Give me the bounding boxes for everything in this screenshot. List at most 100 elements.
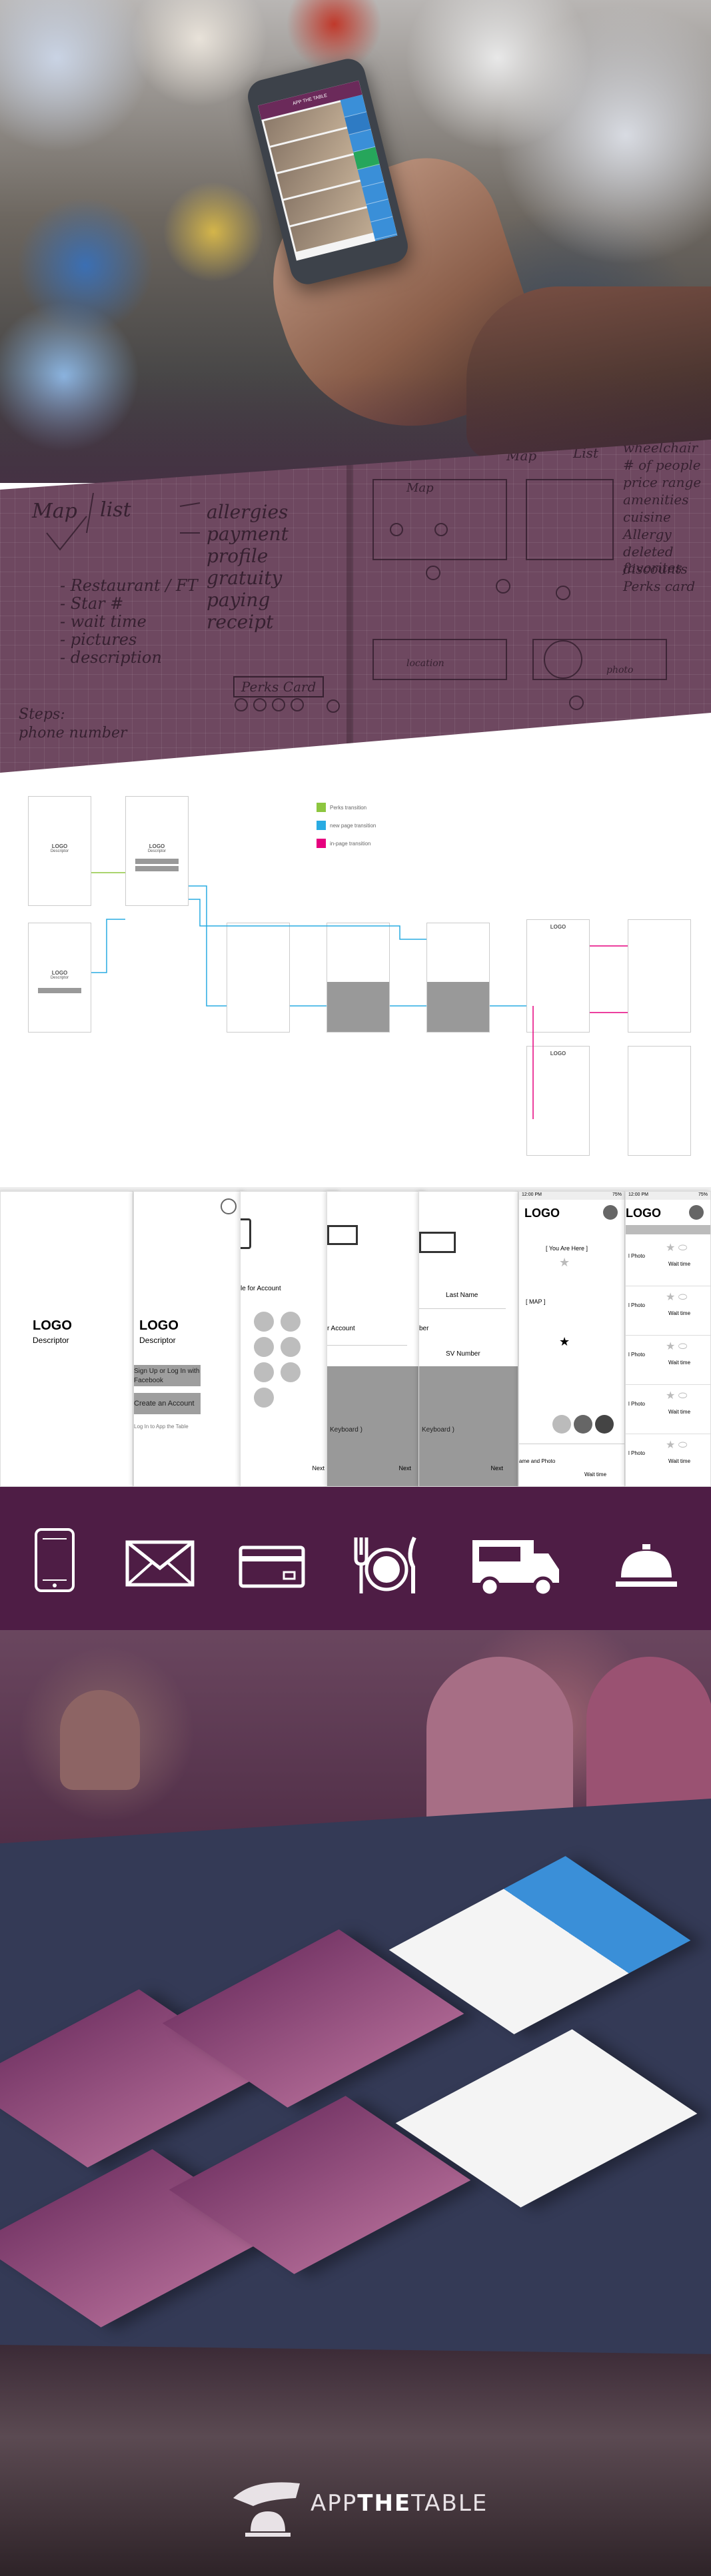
sketch-map: Map — [32, 500, 77, 523]
number-label: ber — [419, 1325, 429, 1332]
keypad-key — [281, 1362, 301, 1382]
screen-signup: LOGO Descriptor Sign Up or Log In with F… — [133, 1191, 245, 1487]
sketch-item: receipt — [207, 611, 274, 633]
settings-button[interactable] — [595, 1415, 614, 1434]
sketch-item: - description — [60, 648, 162, 667]
keyboard-area[interactable]: Keyboard ) — [327, 1366, 426, 1486]
sketch-map-label: Map — [406, 481, 434, 495]
legend-swatch — [317, 839, 326, 848]
list-row[interactable]: l Photo★ ⬭Wait time — [626, 1385, 710, 1434]
sketch-strokes — [46, 479, 667, 713]
service-bell-icon — [616, 1544, 677, 1587]
star-button[interactable] — [574, 1415, 592, 1434]
logo: LOGO — [626, 1206, 661, 1220]
list-row[interactable]: l Photo★ ⬭Wait time — [628, 1440, 691, 1464]
wireframe-phone — [227, 923, 290, 1033]
logo: LOGO — [139, 1318, 179, 1333]
mail-icon — [125, 1540, 195, 1587]
sketch-item: Allergy — [623, 526, 672, 542]
favorite-button[interactable] — [552, 1415, 571, 1434]
list-row[interactable]: l Photo★ ⬭Wait time — [626, 1286, 710, 1336]
sketch-item: cuisine — [623, 509, 671, 525]
person-shape — [60, 1690, 140, 1790]
next-button[interactable]: Next — [490, 1465, 503, 1472]
phone-mockup: APP THE TABLE — [244, 55, 412, 288]
list-row[interactable]: l Photo★ ⬭Wait time — [626, 1336, 710, 1385]
wireframe-login: LOGO Descriptor — [28, 923, 91, 1033]
flow-connectors — [91, 872, 628, 1119]
screen-card: Last Name ber SV Number Keyboard ) Next — [418, 1191, 518, 1487]
sketch-item: price range — [623, 474, 702, 490]
screen-email: r Account Keyboard ) Next — [327, 1191, 426, 1487]
star-icon[interactable]: ★ — [559, 1335, 570, 1348]
star-icon: ★ ⬭ — [666, 1390, 688, 1402]
legend-item: new page transition — [317, 821, 376, 830]
instruction: le for Account — [241, 1285, 281, 1292]
screen-phone: le for Account Next — [240, 1191, 340, 1487]
screen-splash: LOGO Descriptor — [0, 1191, 133, 1487]
sketch-photo: photo — [606, 665, 634, 675]
keyboard-area[interactable]: Keyboard ) — [419, 1366, 518, 1486]
last-name-label: Last Name — [446, 1292, 478, 1299]
wireframe-detail: LOGO — [526, 1046, 590, 1156]
sv-number-label: SV Number — [446, 1350, 480, 1358]
descriptor: Descriptor — [33, 1336, 69, 1345]
facebook-signup-button[interactable]: Sign Up or Log In with Facebook — [134, 1365, 201, 1386]
star-icon: ★ ⬭ — [666, 1341, 688, 1352]
food-truck-icon — [472, 1540, 559, 1597]
sketch-list: list — [100, 498, 131, 522]
credit-card-icon — [419, 1232, 456, 1253]
place-setting-icon — [354, 1536, 416, 1593]
star-icon: ★ — [559, 1256, 570, 1269]
settings-icon[interactable] — [221, 1198, 237, 1214]
descriptor: Descriptor — [139, 1336, 176, 1345]
footer-photo: APPTHETABLE — [0, 2345, 711, 2576]
wireframe-signup: LOGO Descriptor — [125, 796, 189, 906]
phone-icon — [35, 1528, 75, 1592]
icon-band — [0, 1487, 711, 1630]
credit-card-icon — [239, 1545, 305, 1588]
wireframe-email — [327, 923, 390, 1033]
sketch-item: amenities — [623, 492, 689, 508]
create-account-button[interactable]: Create an Account — [134, 1393, 201, 1414]
keypad-key — [281, 1337, 301, 1357]
legend-item: Perks transition — [317, 803, 366, 812]
sketch-item: - pictures — [60, 630, 137, 649]
keypad-key — [254, 1388, 274, 1408]
mail-icon — [327, 1225, 358, 1245]
screens-strip: LOGO Descriptor LOGO Descriptor Sign Up … — [0, 1187, 711, 1487]
wireframe-card — [426, 923, 490, 1033]
list-row[interactable]: l Photo★ ⬭Wait time — [626, 1237, 710, 1286]
legend-swatch — [317, 821, 326, 830]
star-icon: ★ ⬭ — [666, 1242, 688, 1254]
logo: LOGO — [524, 1206, 560, 1220]
legend-swatch — [317, 803, 326, 812]
sketch-steps: Steps: — [19, 706, 65, 723]
sketch-item: - Restaurant / FT — [60, 576, 198, 595]
sketch-location: location — [406, 658, 444, 669]
logo: LOGO — [33, 1318, 72, 1333]
sketch-item: - wait time — [60, 612, 147, 631]
sketch-item: - Star # — [60, 594, 124, 613]
menu-icon[interactable] — [603, 1205, 618, 1220]
brand-wordmark: APPTHETABLE — [311, 2490, 488, 2517]
wireframe-map: LOGO — [526, 919, 590, 1033]
name-photo: ame and Photo — [519, 1458, 556, 1464]
login-link[interactable]: Log In to App the Table — [134, 1424, 189, 1430]
keypad-key — [254, 1362, 274, 1382]
wireframe-list — [628, 919, 691, 1033]
map-placeholder: [ MAP ] — [526, 1298, 546, 1305]
you-are-here: [ You Are Here ] — [546, 1245, 588, 1252]
sketch-item: paying — [207, 589, 271, 611]
sketch-perks: Perks Card — [233, 676, 325, 697]
sketch-item: # of people — [623, 457, 701, 473]
star-icon: ★ ⬭ — [666, 1440, 688, 1451]
next-button[interactable]: Next — [312, 1465, 325, 1472]
hand-bell-logo-icon — [233, 2482, 300, 2537]
sketch-item: payment — [207, 523, 289, 545]
sketch-phone: phone number — [19, 725, 127, 741]
menu-icon[interactable] — [689, 1205, 704, 1220]
next-button[interactable]: Next — [398, 1465, 411, 1472]
